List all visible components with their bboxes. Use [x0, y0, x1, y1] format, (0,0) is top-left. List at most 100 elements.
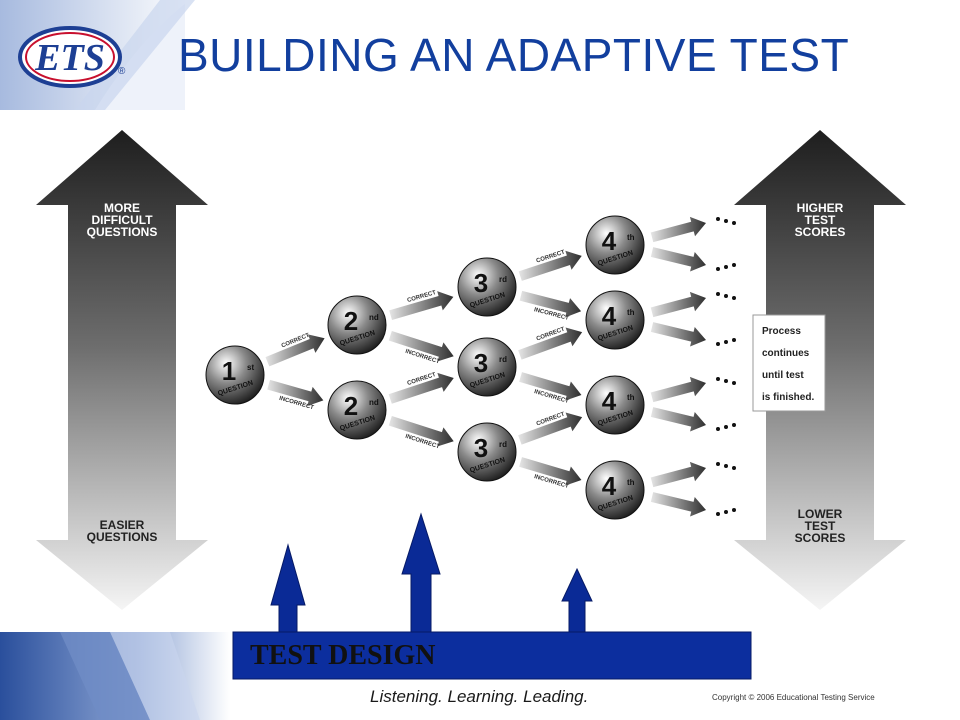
branch-arrow	[389, 291, 454, 320]
branch-arrow	[388, 372, 454, 404]
continuation-dot	[724, 265, 728, 269]
continuation-dot	[732, 423, 736, 427]
continuation-dots	[716, 338, 736, 346]
continuation-dot	[724, 294, 728, 298]
continuation-dot	[716, 267, 720, 271]
continuation-dots	[716, 377, 736, 385]
score-top-label-line: TEST	[805, 213, 836, 227]
question-ball	[585, 290, 645, 350]
question-ball	[327, 380, 387, 440]
continuation-dot	[724, 425, 728, 429]
branch-arrows: CORRECTINCORRECTCORRECTINCORRECTCORRECTI…	[265, 216, 736, 517]
outgoing-arrow	[650, 461, 706, 488]
question-ordinal: 3	[474, 348, 488, 378]
branch-arrow	[388, 331, 454, 362]
branch-arrow	[518, 250, 582, 281]
difficulty-top-label: MORE DIFFICULT QUESTIONS	[87, 201, 158, 239]
score-bottom-label-line: TEST	[805, 519, 836, 533]
continuation-dot	[732, 263, 736, 267]
question-ball	[585, 375, 645, 435]
question-ordinal-suffix: th	[627, 233, 635, 242]
continuation-dots	[716, 423, 736, 431]
score-bottom-label-line: LOWER	[798, 507, 843, 521]
question-ordinal: 3	[474, 268, 488, 298]
continuation-dots	[716, 217, 736, 225]
continuation-dot	[724, 219, 728, 223]
continuation-dot	[716, 292, 720, 296]
process-note-line: is finished.	[762, 392, 814, 403]
difficulty-bottom-label: EASIER QUESTIONS	[87, 518, 158, 544]
logo-text: ETS	[34, 37, 105, 79]
outgoing-arrow	[650, 376, 706, 403]
question-ordinal-suffix: th	[627, 308, 635, 317]
score-top-label-line: HIGHER	[797, 201, 844, 215]
branch-arrow	[267, 379, 324, 407]
blue-up-arrow-icon	[561, 567, 593, 633]
continuation-dot	[732, 466, 736, 470]
outgoing-arrow	[650, 291, 706, 318]
continuation-dot	[716, 217, 720, 221]
question-ball	[205, 345, 265, 405]
score-top-label-line: SCORES	[795, 225, 846, 239]
continuation-dot	[716, 462, 720, 466]
continuation-dots	[716, 508, 736, 516]
difficulty-bottom-label-line: QUESTIONS	[87, 530, 158, 544]
process-note: Process continues until test is finished…	[752, 314, 826, 412]
continuation-dot	[716, 427, 720, 431]
outgoing-arrow	[650, 492, 706, 517]
outgoing-arrow	[650, 216, 706, 243]
continuation-dot	[724, 340, 728, 344]
question-ordinal-suffix: th	[627, 478, 635, 487]
question-ordinal: 4	[602, 301, 617, 331]
outgoing-arrow	[650, 407, 706, 432]
difficulty-top-label-line: MORE	[104, 201, 140, 215]
question-ordinal-suffix: nd	[369, 398, 379, 407]
continuation-dot	[732, 338, 736, 342]
question-ordinal: 4	[602, 226, 617, 256]
difficulty-top-label-line: QUESTIONS	[87, 225, 158, 239]
branch-arrow	[388, 416, 454, 447]
question-ball	[585, 215, 645, 275]
logo-registered-mark: ®	[118, 66, 126, 77]
question-ordinal-suffix: st	[247, 363, 254, 372]
question-ball	[327, 295, 387, 355]
footer-swoosh	[0, 632, 230, 720]
score-bottom-label-line: SCORES	[795, 531, 846, 545]
question-ordinal: 4	[602, 386, 617, 416]
continuation-dots	[716, 263, 736, 271]
continuation-dots	[716, 292, 736, 300]
continuation-dot	[716, 342, 720, 346]
question-ordinal: 2	[344, 391, 358, 421]
test-design-banner	[232, 631, 752, 680]
test-design-label: TEST DESIGN	[250, 640, 436, 671]
question-ordinal-suffix: rd	[499, 275, 507, 284]
continuation-dot	[716, 512, 720, 516]
continuation-dot	[724, 510, 728, 514]
question-ordinal: 4	[602, 471, 617, 501]
process-note-line: until test	[762, 370, 804, 381]
score-bottom-label: LOWER TEST SCORES	[795, 507, 846, 545]
continuation-dot	[732, 381, 736, 385]
continuation-dots	[716, 462, 736, 470]
footer-tagline: Listening. Learning. Leading.	[370, 687, 589, 706]
continuation-dot	[732, 508, 736, 512]
page-title: BUILDING AN ADAPTIVE TEST	[178, 29, 850, 81]
question-ordinal: 2	[344, 306, 358, 336]
continuation-dot	[724, 464, 728, 468]
score-top-label: HIGHER TEST SCORES	[795, 201, 846, 239]
continuation-dot	[732, 221, 736, 225]
question-ball	[457, 257, 517, 317]
continuation-dot	[716, 377, 720, 381]
branch-arrow	[518, 327, 583, 360]
process-note-line: Process	[762, 326, 801, 337]
